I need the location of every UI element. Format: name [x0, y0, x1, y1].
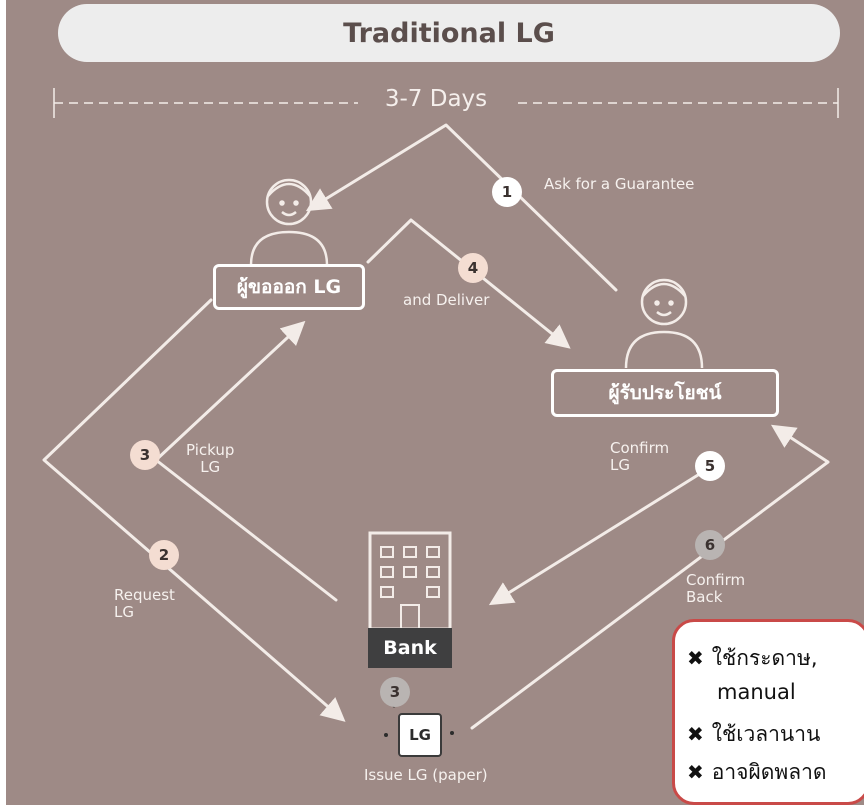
- building-icon: [368, 531, 452, 631]
- x-mark-icon: ✖: [687, 646, 704, 670]
- step-3-issue-badge: 3: [380, 677, 410, 707]
- drawback-item: ✖ใช้กระดาษ,: [687, 646, 818, 670]
- flow-lines: [42, 88, 839, 737]
- x-mark-icon: ✖: [687, 760, 704, 784]
- drawback-item: ✖อาจผิดพลาด: [687, 760, 827, 784]
- step-1-label: Ask for a Guarantee: [544, 175, 695, 193]
- step-3-label: Pickup LG: [186, 441, 235, 476]
- step-2-label: Request LG: [114, 586, 175, 621]
- arrow-step-2: [42, 298, 346, 722]
- timeline-bracket: [53, 88, 839, 118]
- step-6-label: Confirm Back: [686, 571, 746, 606]
- step-1-badge: 1: [492, 177, 522, 207]
- bank-label: Bank: [368, 628, 452, 668]
- step-2-badge: 2: [149, 540, 179, 570]
- drawback-item: ✖ใช้เวลานาน: [687, 722, 821, 746]
- drawbacks-box: ✖ใช้กระดาษ, manual ✖ใช้เวลานาน ✖อาจผิดพล…: [672, 619, 864, 805]
- page-title: Traditional LG: [58, 4, 840, 62]
- person-icon: [624, 278, 704, 369]
- step-4-label: and Deliver: [403, 291, 490, 309]
- beneficiary-label: ผู้รับประโยชน์: [551, 369, 779, 417]
- issue-label: Issue LG (paper): [364, 766, 488, 784]
- step-5-badge: 5: [695, 451, 725, 481]
- arrow-step-1: [305, 123, 618, 292]
- step-3-badge: 3: [130, 440, 160, 470]
- drawback-item-continued: manual: [717, 680, 796, 704]
- arrow-step-5: [488, 468, 708, 606]
- x-mark-icon: ✖: [687, 722, 704, 746]
- document-icon: LG: [398, 713, 442, 757]
- person-icon: [249, 178, 329, 266]
- arrow-step-3: [154, 320, 338, 602]
- arrow-step-6: [470, 424, 830, 730]
- step-6-badge: 6: [695, 530, 725, 560]
- duration-label: 3-7 Days: [384, 86, 488, 112]
- applicant-label: ผู้ขอออก LG: [213, 264, 365, 310]
- step-4-badge: 4: [458, 253, 488, 283]
- arrow-step-4: [366, 218, 571, 349]
- step-5-label: Confirm LG: [610, 439, 670, 474]
